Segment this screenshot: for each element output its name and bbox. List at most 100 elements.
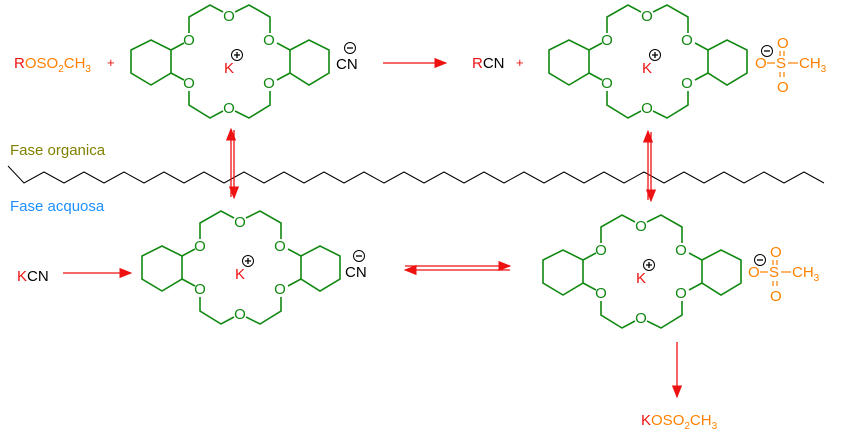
- positive-charge-icon: [231, 49, 243, 61]
- crown-bond: [287, 248, 302, 257]
- negative-charge-icon: [344, 42, 356, 54]
- crown-ether-aqueous-right: O O O O O O K: [542, 214, 742, 329]
- crown-bond: [276, 42, 291, 51]
- cyclohexane-ring-right: [289, 39, 330, 86]
- crown-oxygen: O: [601, 32, 613, 49]
- crown-bond: [181, 278, 196, 287]
- phase-boundary-alkyl-chain: [7, 165, 825, 184]
- crown-oxygen: O: [595, 285, 607, 302]
- sulfur: S: [776, 55, 786, 72]
- crown-bond: [170, 42, 185, 51]
- sulfonyl-oxygen-bottom: O: [777, 79, 789, 96]
- crown-oxygen: O: [635, 310, 647, 327]
- crown-bond: [234, 4, 271, 33]
- crown-oxygen: O: [601, 75, 613, 92]
- cyanide-anion: CN: [345, 264, 367, 281]
- crown-oxygen: O: [675, 242, 687, 259]
- potassium-mesylate: KOSO2CH3: [641, 412, 718, 432]
- crown-bond: [582, 252, 597, 261]
- cyclohexane-ring-right: [300, 245, 341, 292]
- potassium-cation: K: [642, 60, 652, 77]
- crown-ether-aqueous-left: O O O O O O K: [141, 210, 341, 325]
- crown-bond: [245, 210, 282, 239]
- crown-bond: [606, 4, 642, 33]
- potassium-cyanide: KCN: [17, 268, 49, 285]
- potassium-cation: K: [235, 266, 245, 283]
- crown-bond: [588, 42, 603, 51]
- crown-bond: [181, 248, 196, 257]
- crown-bond: [646, 301, 683, 329]
- crown-oxygen: O: [274, 281, 286, 298]
- cyclohexane-ring-left: [542, 249, 584, 296]
- crown-oxygen: O: [635, 218, 647, 235]
- crown-bond: [188, 4, 224, 33]
- sulfonyl-oxygen-top: O: [777, 35, 789, 52]
- aqueous-phase-label: Fase acquosa: [10, 198, 105, 215]
- negative-charge-icon: [754, 254, 766, 266]
- crown-oxygen: O: [263, 75, 275, 92]
- crown-bond: [170, 72, 185, 81]
- crown-oxygen: O: [681, 75, 693, 92]
- crown-oxygen: O: [595, 242, 607, 259]
- crown-oxygen: O: [681, 32, 693, 49]
- crown-oxygen: O: [234, 306, 246, 323]
- crown-bond: [652, 91, 689, 119]
- sulfonyl-oxygen-top: O: [770, 244, 782, 261]
- potassium-cation: K: [224, 60, 234, 77]
- crown-bond: [652, 4, 689, 33]
- crown-bond: [688, 282, 703, 291]
- cyclohexane-ring-right: [701, 249, 742, 296]
- crown-oxygen: O: [274, 238, 286, 255]
- crown-oxygen: O: [223, 100, 235, 117]
- sulfonyl-oxygen-bottom: O: [770, 288, 782, 305]
- crown-oxygen: O: [183, 75, 195, 92]
- negative-charge-icon: [353, 250, 365, 262]
- cyclohexane-ring-left: [548, 39, 590, 86]
- cyclohexane-ring-left: [141, 245, 183, 292]
- crown-bond: [582, 282, 597, 291]
- crown-bond: [694, 42, 709, 51]
- crown-ether-organic-right: O O O O O O K: [548, 4, 748, 119]
- crown-oxygen: O: [183, 32, 195, 49]
- organic-phase-label: Fase organica: [10, 142, 106, 159]
- positive-charge-icon: [649, 49, 661, 61]
- crown-bond: [199, 210, 235, 239]
- negative-charge-icon: [761, 45, 773, 57]
- mesylate-oxygen: O: [755, 55, 767, 72]
- crown-bond: [588, 72, 603, 81]
- crown-bond: [287, 278, 302, 287]
- crown-oxygen: O: [641, 100, 653, 117]
- crown-oxygen: O: [194, 281, 206, 298]
- crown-bond: [688, 252, 703, 261]
- crown-oxygen: O: [263, 32, 275, 49]
- potassium-cation: K: [636, 270, 646, 287]
- nitrile-product: RCN: [472, 55, 505, 72]
- crown-bond: [234, 91, 271, 119]
- crown-bond: [199, 297, 235, 325]
- crown-oxygen: O: [234, 214, 246, 231]
- crown-oxygen: O: [675, 285, 687, 302]
- crown-bond: [646, 214, 683, 243]
- plus-sign: +: [516, 55, 524, 70]
- positive-charge-icon: [643, 259, 655, 271]
- crown-bond: [276, 72, 291, 81]
- crown-bond: [600, 214, 636, 243]
- positive-charge-icon: [242, 255, 254, 267]
- crown-oxygen: O: [223, 8, 235, 25]
- methyl-group: CH3: [792, 264, 820, 284]
- methyl-group: CH3: [799, 55, 827, 75]
- crown-oxygen: O: [641, 8, 653, 25]
- crown-oxygen: O: [194, 238, 206, 255]
- crown-bond: [606, 91, 642, 119]
- crown-bond: [245, 297, 282, 325]
- mesylate-oxygen: O: [748, 264, 760, 281]
- crown-bond: [600, 301, 636, 329]
- substrate-formula: ROSO2CH3: [14, 55, 91, 75]
- cyanide-anion: CN: [336, 56, 358, 73]
- sulfur: S: [769, 264, 779, 281]
- crown-ether-organic-left: O O O O O O K: [130, 4, 330, 119]
